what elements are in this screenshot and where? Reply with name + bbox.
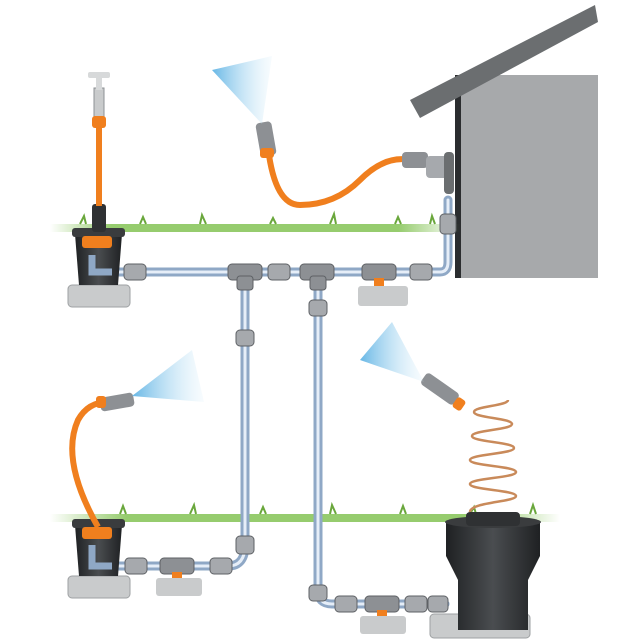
ground-grass-upper [50,210,460,232]
water-spray-upper [212,56,272,124]
house-icon [410,5,598,278]
spray-nozzle-icon [421,373,466,411]
water-spray-lower-right [360,322,424,382]
t-connector-icon [159,263,400,613]
water-spray-lower-left [132,350,204,402]
spray-nozzle-icon [255,121,277,158]
water-connection-box-icon [72,519,125,576]
underground-pipe-icon [105,195,453,609]
drain-valve-icon [156,278,408,634]
pipe-coupling-icon [123,213,457,613]
ground-grass-lower [50,501,560,522]
coiled-spiral-hose-icon [468,399,518,513]
garden-hose-icon [265,147,454,209]
garden-hose-icon [69,399,109,529]
outdoor-tap-icon [88,72,110,232]
spray-nozzle-icon [96,392,135,412]
water-connection-box-icon [72,228,125,285]
water-connection-box-icon [445,512,541,630]
